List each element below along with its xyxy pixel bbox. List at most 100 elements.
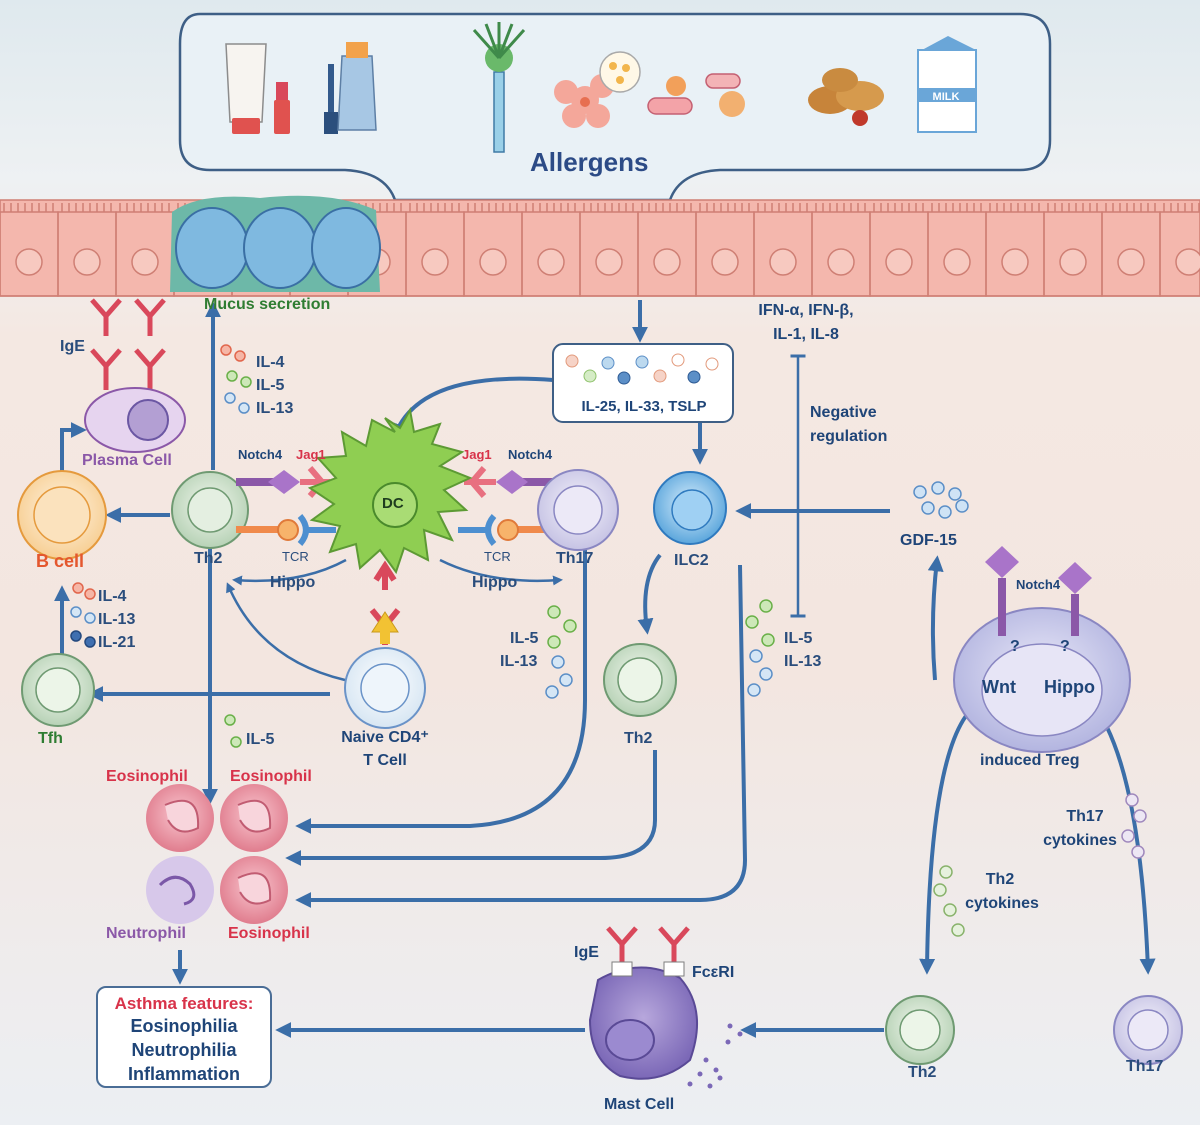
neutrophil-label: Neutrophil (106, 925, 186, 942)
milk-carton-icon (917, 36, 977, 133)
mast-granules (687, 1023, 743, 1089)
naive-tcell-label-line2: T Cell (363, 752, 407, 769)
epithelial-nucleus (73, 248, 101, 276)
eosinophil-top-left (146, 784, 214, 852)
th2-bottom-label: Th2 (908, 1064, 937, 1081)
eosinophil-bottom-label: Eosinophil (228, 925, 310, 942)
cytokine-box-label: IL-25, IL-33, TSLP (581, 398, 707, 415)
dendritic-cell (307, 407, 473, 575)
cytokine-dots-th17-treg (1121, 793, 1147, 859)
eosinophil-top-right (220, 784, 288, 852)
milk-carton-label: MILK (932, 91, 960, 103)
plasma-cell (84, 387, 186, 453)
cytokine-dots-th17 (545, 605, 577, 699)
tfh-cell (21, 653, 95, 727)
tfh-label: Tfh (38, 730, 63, 747)
th17-il13-label: IL-13 (500, 653, 538, 670)
th2-il5-label: IL-5 (256, 377, 285, 394)
th2-il4-label: IL-4 (256, 354, 285, 371)
th2-il13-label: IL-13 (256, 400, 294, 417)
eosinophil-top-left-label: Eosinophil (106, 768, 188, 785)
eos-il5-label: IL-5 (246, 731, 275, 748)
receptor-connectors-right (458, 466, 560, 546)
th2-cell-left (171, 471, 249, 549)
epithelial-nucleus (15, 248, 43, 276)
cytokine-dots-th2 (220, 344, 252, 414)
ige-label-top: IgE (60, 338, 85, 355)
ifn-line1: IFN-α, IFN-β, (758, 302, 854, 319)
ige-antibodies (90, 298, 166, 390)
dust-mite-bacteria-icon (647, 73, 745, 117)
ilc2-cell (653, 471, 727, 545)
epithelial-nucleus (1117, 248, 1145, 276)
hippo-left-label: Hippo (270, 574, 316, 591)
th2-cell-mid (603, 643, 677, 717)
wnt-label: Wnt (982, 677, 1016, 697)
epithelial-nucleus (827, 248, 855, 276)
tfh-il4-label: IL-4 (98, 588, 127, 605)
cytokine-box-dots (565, 353, 719, 385)
peanut-icon (808, 68, 884, 126)
eosinophil-top-right-label: Eosinophil (230, 768, 312, 785)
notch4-left-label: Notch4 (238, 447, 283, 462)
hippo-treg-label: Hippo (1044, 677, 1095, 697)
tfh-il21-label: IL-21 (98, 634, 136, 651)
induced-treg-label: induced Treg (980, 752, 1080, 769)
plasma-cell-label: Plasma Cell (82, 452, 172, 469)
asthma-features-title: Asthma features: (114, 994, 254, 1013)
cytokine-dots-th2-treg (933, 865, 965, 937)
cytokine-box (552, 343, 734, 423)
epithelial-cell (1159, 211, 1200, 297)
ilc2-il13-label: IL-13 (784, 653, 822, 670)
epithelial-nucleus (421, 248, 449, 276)
treg-question-2: ? (1060, 638, 1070, 655)
notch4-treg-label: Notch4 (1016, 577, 1061, 592)
cytokine-dots-tfh (70, 582, 96, 648)
tcr-right-label: TCR (484, 549, 511, 564)
th17-il5-label: IL-5 (510, 630, 539, 647)
notch4-right-label: Notch4 (508, 447, 553, 462)
epithelial-nucleus (595, 248, 623, 276)
epithelial-nucleus (943, 248, 971, 276)
epithelial-nucleus (537, 248, 565, 276)
ilc2-label: ILC2 (674, 552, 709, 569)
epithelial-nucleus (653, 248, 681, 276)
gdf15-dots (913, 481, 969, 519)
epithelial-nucleus (1059, 248, 1087, 276)
gdf15-label: GDF-15 (900, 532, 957, 549)
epithelial-nucleus (711, 248, 739, 276)
epithelial-nucleus (479, 248, 507, 276)
ilc2-il5-label: IL-5 (784, 630, 813, 647)
th2-cytokines-line2: cytokines (965, 895, 1039, 912)
treg-question-1: ? (1010, 638, 1020, 655)
epithelial-nucleus (769, 248, 797, 276)
mucus-goblet-cells (170, 195, 381, 292)
pollen-flower-icon (554, 51, 641, 128)
mast-cell-label: Mast Cell (604, 1096, 675, 1113)
mucus-secretion-label: Mucus secretion (204, 296, 331, 313)
jag1-left-label: Jag1 (296, 447, 326, 462)
th17-cell-mid (537, 469, 619, 551)
dc-label: DC (382, 495, 404, 512)
induced-treg-cell (953, 546, 1131, 753)
epithelial-nucleus (131, 248, 159, 276)
jag1-right-label: Jag1 (462, 447, 492, 462)
cosmetics-icon (225, 42, 377, 134)
ifn-line2: IL-1, IL-8 (773, 326, 839, 343)
th2-cytokines-line1: Th2 (985, 871, 1015, 888)
negative-regulation-line1: Negative (810, 404, 877, 421)
asthma-feature-item: Eosinophilia (130, 1016, 238, 1036)
th17-mid-label: Th17 (556, 550, 594, 567)
th2-cell-bottom (885, 995, 955, 1065)
naive-tcell-label-line1: Naive CD4⁺ (341, 729, 429, 746)
asthma-features-box: Asthma features: Eosinophilia Neutrophil… (96, 986, 272, 1088)
epithelial-nucleus (885, 248, 913, 276)
negative-regulation-line2: regulation (810, 428, 888, 445)
mold-icon (472, 22, 526, 153)
mast-ige-label: IgE (574, 944, 599, 961)
th2-left-label: Th2 (194, 550, 223, 567)
th17-cell-bottom (1113, 995, 1183, 1065)
hippo-right-label: Hippo (472, 574, 518, 591)
